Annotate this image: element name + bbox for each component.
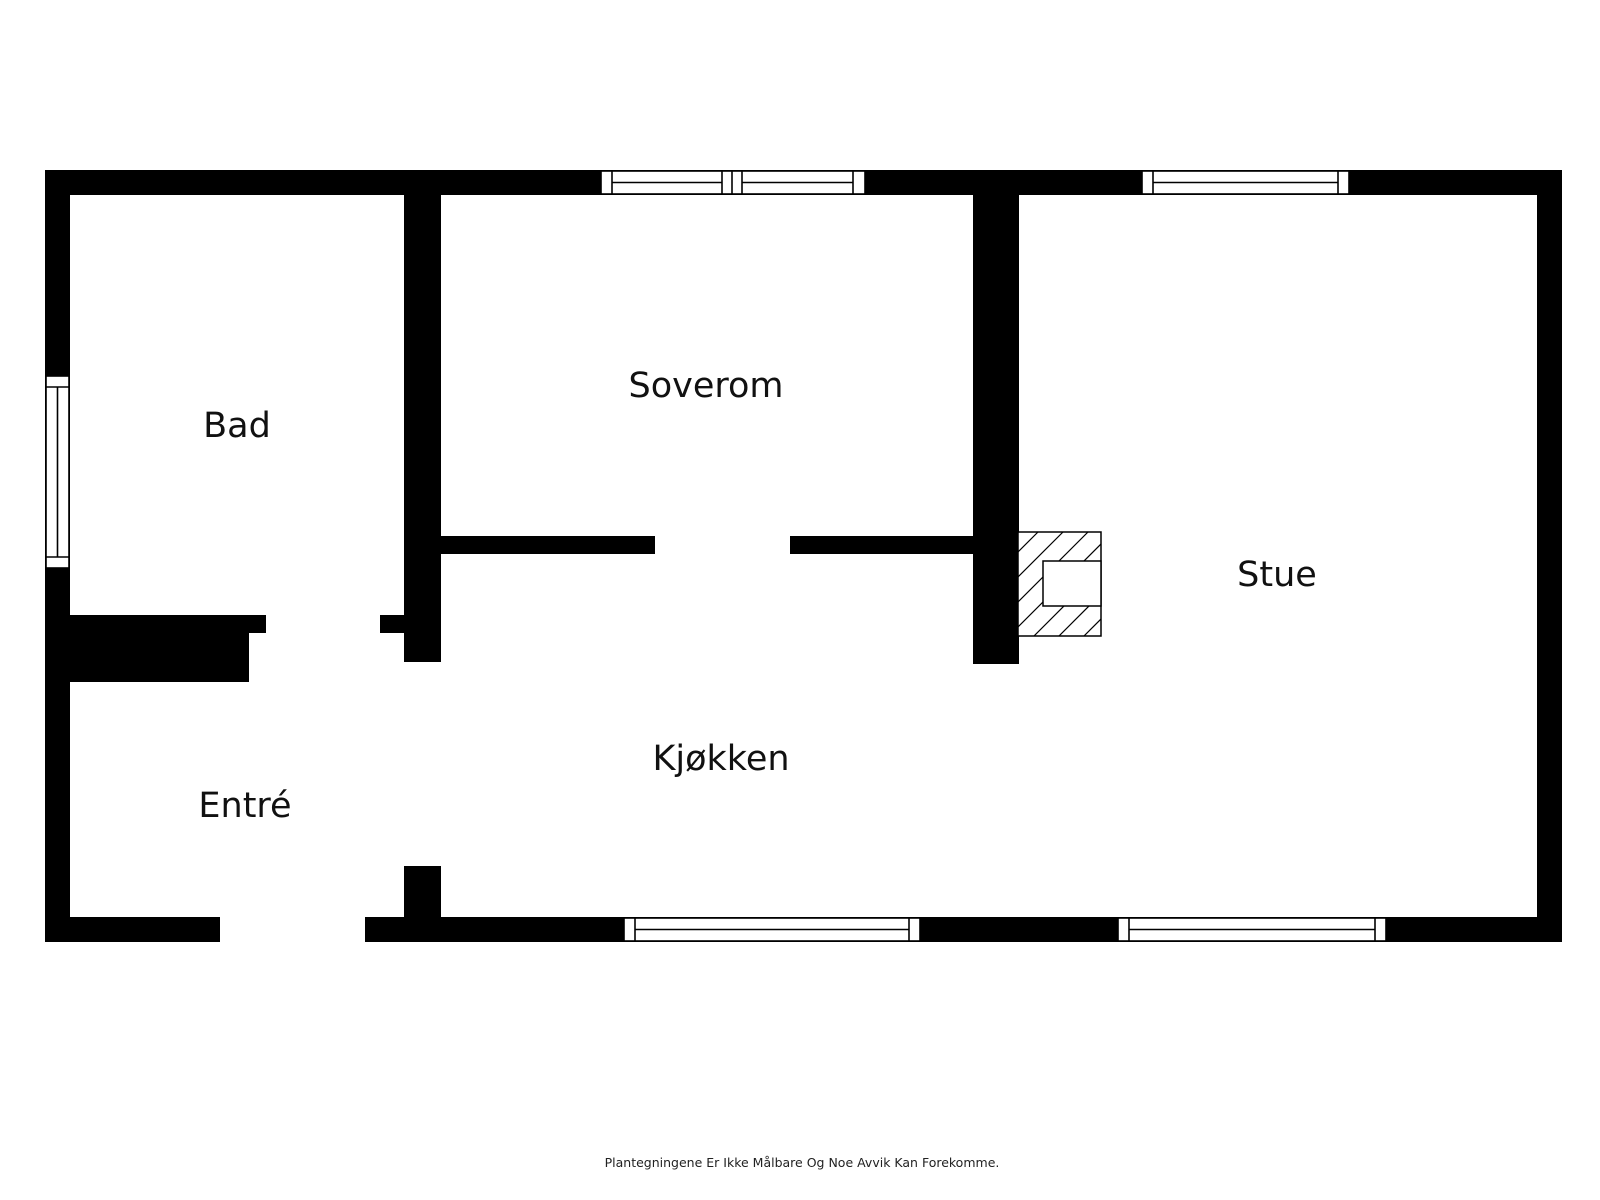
window-kjokken bbox=[623, 917, 921, 942]
exterior-walls bbox=[45, 170, 1562, 942]
wall-soverom-stue bbox=[973, 170, 1019, 664]
interior-walls bbox=[70, 170, 1019, 942]
room-label-kjokken: Kjøkken bbox=[652, 739, 789, 779]
window-soverom bbox=[600, 170, 866, 195]
door-bad[interactable] bbox=[266, 614, 380, 634]
door-soverom[interactable] bbox=[655, 535, 790, 555]
door-front[interactable] bbox=[220, 916, 365, 943]
room-labels: Bad Soverom Stue Kjøkken Entré bbox=[198, 366, 1316, 826]
fireplace-icon bbox=[1017, 531, 1102, 637]
window-stue-top bbox=[1141, 170, 1350, 195]
room-label-entre: Entré bbox=[198, 786, 291, 826]
window-bad bbox=[45, 375, 70, 569]
room-label-soverom: Soverom bbox=[628, 366, 783, 406]
room-label-bad: Bad bbox=[203, 406, 271, 446]
wall-entre-kjokken-lower bbox=[404, 866, 441, 942]
wall-entre-block bbox=[70, 615, 249, 682]
wall-bad-soverom bbox=[404, 170, 441, 662]
door-openings bbox=[220, 535, 790, 943]
door-entre-kjokken[interactable] bbox=[403, 662, 442, 866]
windows bbox=[45, 170, 1387, 942]
room-label-stue: Stue bbox=[1237, 555, 1317, 595]
wall-right bbox=[1537, 170, 1562, 942]
window-stue-bottom bbox=[1117, 917, 1387, 942]
disclaimer-note: Plantegningene Er Ikke Målbare Og Noe Av… bbox=[605, 1155, 1000, 1170]
